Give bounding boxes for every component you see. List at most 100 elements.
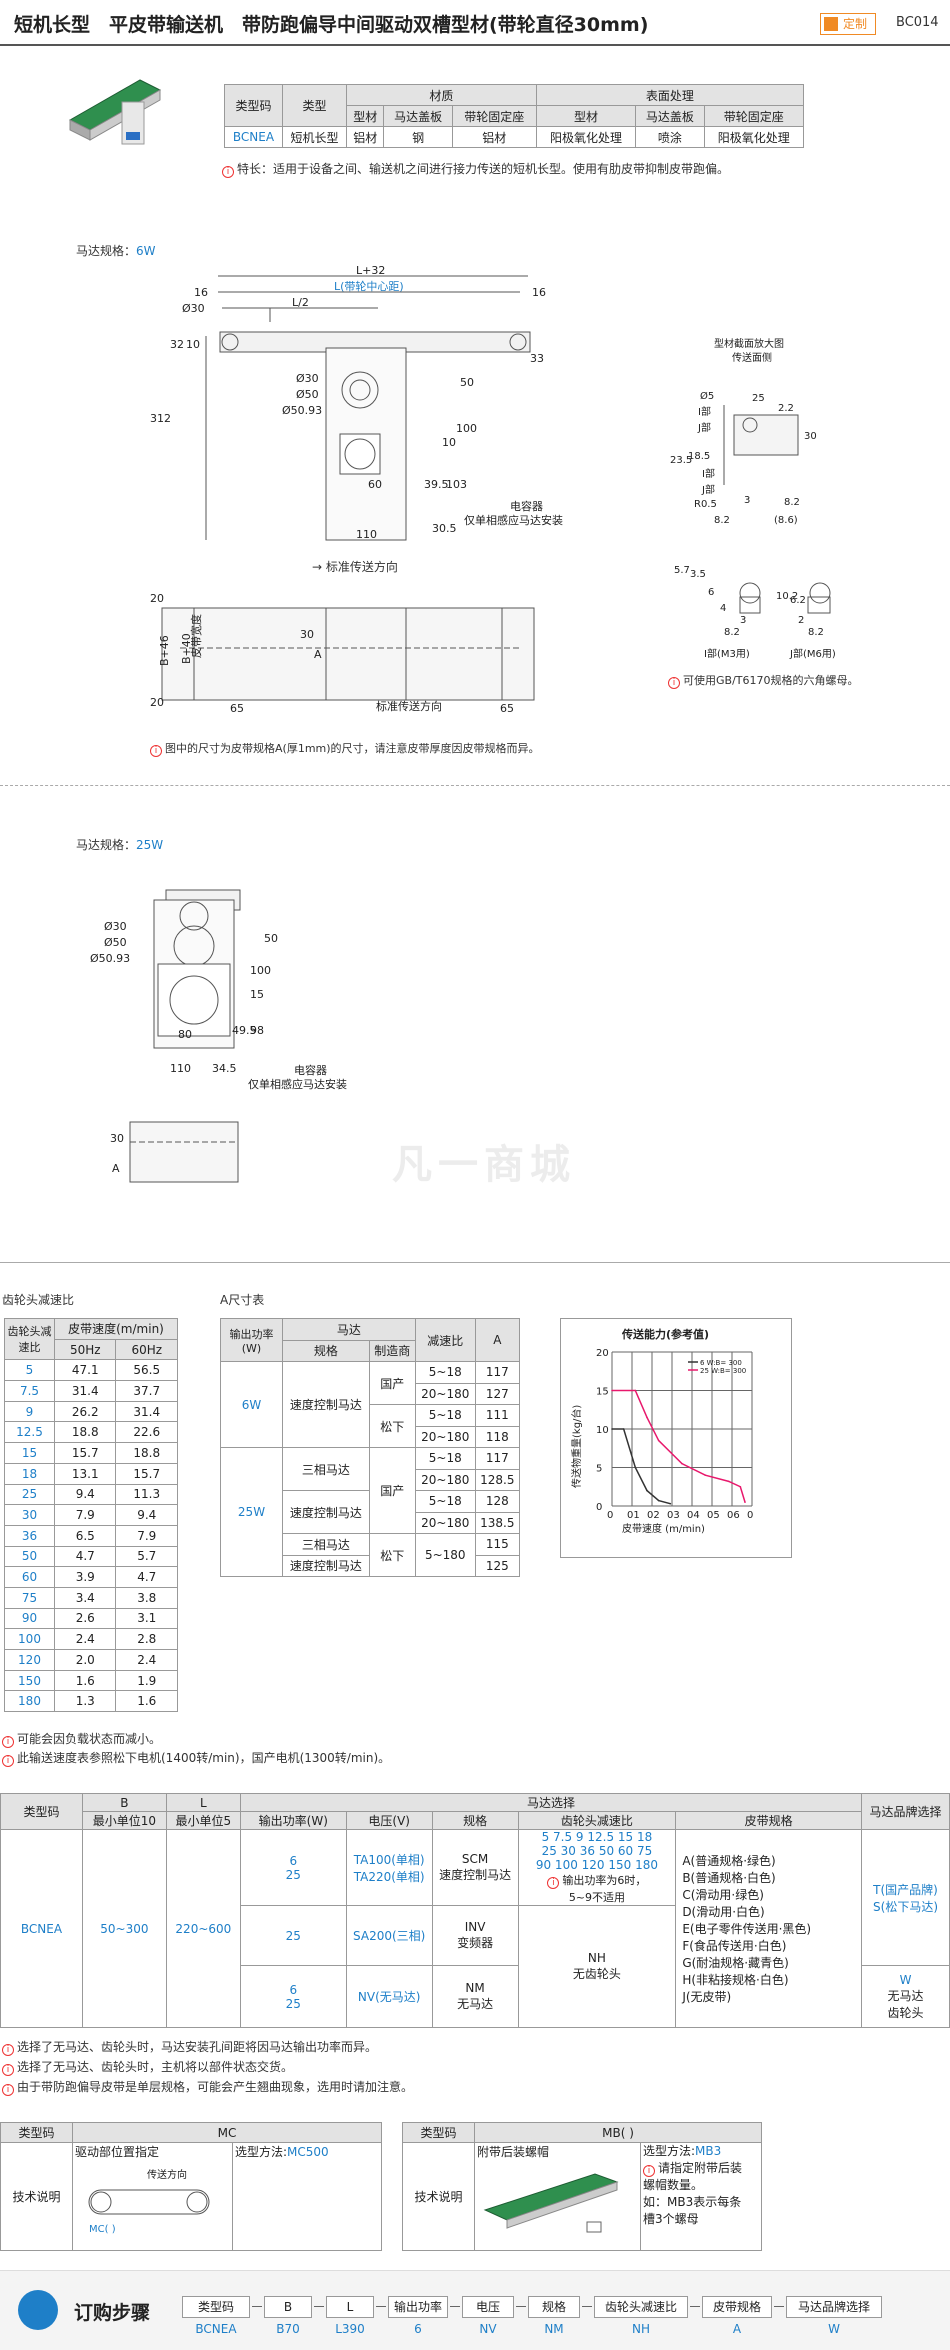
label-i: I部 bbox=[698, 405, 711, 418]
x-tick-label: 0 bbox=[607, 1510, 613, 1521]
info-icon: i bbox=[2, 1736, 14, 1748]
th-code: 类型码 bbox=[0, 1793, 83, 1830]
cell-code: BCNEA bbox=[0, 1829, 83, 2028]
cell: 5~18 bbox=[414, 1361, 476, 1384]
info-icon: i bbox=[547, 1877, 560, 1889]
x-tick-label: 0 bbox=[747, 1510, 753, 1521]
cell: 2.4 bbox=[53, 1628, 117, 1650]
cell: 7.9 bbox=[115, 1524, 178, 1547]
th-motor: 马达选择 bbox=[239, 1793, 863, 1812]
cell: 7.9 bbox=[53, 1504, 117, 1526]
cart-icon bbox=[18, 2290, 58, 2330]
cell-speed: 速度控制马达 bbox=[282, 1490, 370, 1534]
cell-s2: INV 变频器 bbox=[431, 1905, 519, 1966]
custom-badge-label: 定制 bbox=[843, 17, 868, 31]
cell: 2.8 bbox=[115, 1628, 178, 1650]
cell: 90 bbox=[4, 1607, 55, 1630]
th-l2: 最小单位5 bbox=[165, 1811, 241, 1830]
order-step-value: BCNEA bbox=[195, 2322, 237, 2336]
dim-65a: 65 bbox=[230, 702, 244, 715]
x-tick-label: 06 bbox=[727, 1510, 740, 1521]
data-point bbox=[622, 1428, 625, 1430]
info-icon: i bbox=[2, 2064, 14, 2076]
th-type-code: 类型码 bbox=[224, 84, 283, 127]
cell: 115 bbox=[474, 1533, 521, 1556]
dim-30: 30 bbox=[804, 431, 817, 442]
data-point bbox=[657, 1439, 660, 1442]
direction-label: → 标准传送方向 bbox=[312, 560, 398, 574]
cell: 3.1 bbox=[115, 1607, 178, 1630]
th-mc: MC bbox=[72, 2122, 382, 2143]
cell-l: 220~600 bbox=[165, 1829, 241, 2028]
motor-25w-label: 马达规格：25W bbox=[76, 838, 164, 852]
info-icon: i bbox=[668, 677, 680, 689]
cell: 56.5 bbox=[115, 1359, 178, 1382]
dim-80: 80 bbox=[178, 1028, 192, 1041]
step-connector bbox=[450, 2306, 460, 2307]
series-line-0 bbox=[612, 1428, 671, 1505]
cell: 25 bbox=[4, 1483, 55, 1506]
th-50hz: 50Hz bbox=[53, 1338, 117, 1361]
product-code: BC014 bbox=[896, 15, 939, 30]
cell: 117 bbox=[474, 1361, 521, 1384]
info-icon: i bbox=[2, 2084, 14, 2096]
cell: 12.5 bbox=[4, 1421, 55, 1444]
dim-3b: 3 bbox=[740, 615, 746, 626]
selection-table: 类型码 B L 马达选择 马达品牌选择 最小单位10 最小单位5 输出功率(W)… bbox=[0, 1793, 950, 2028]
th-mb-code: 类型码 bbox=[402, 2122, 475, 2143]
y-tick-label: 15 bbox=[596, 1387, 609, 1398]
dim-b46: B+46 bbox=[158, 635, 171, 666]
cell: 22.6 bbox=[115, 1421, 178, 1444]
cell: 30 bbox=[4, 1504, 55, 1526]
dim-l32: L+32 bbox=[356, 264, 385, 277]
divider bbox=[0, 785, 950, 786]
order-step: 齿轮头减速比 bbox=[594, 2296, 688, 2318]
cell: 3.8 bbox=[115, 1586, 178, 1609]
cell: 2.4 bbox=[115, 1649, 178, 1671]
th-type: 类型 bbox=[282, 84, 347, 127]
legend-label-1: 25 W:B= 300 bbox=[700, 1367, 746, 1375]
a-table-title: A尺寸表 bbox=[220, 1293, 265, 1307]
th-l: L bbox=[165, 1793, 241, 1812]
capacitor-label: 电容器 bbox=[294, 1063, 327, 1077]
cell-p2: 25 bbox=[239, 1905, 347, 1966]
th-b: B bbox=[81, 1793, 167, 1812]
dim-15: 15 bbox=[250, 988, 264, 1001]
cell-brand1: T(国产品牌) S(松下马达) bbox=[861, 1829, 950, 1966]
section-subtitle: 传送面侧 bbox=[732, 351, 772, 364]
custom-badge[interactable]: 定制 bbox=[820, 13, 876, 35]
watermark: 凡一商城 bbox=[392, 1142, 576, 1188]
th-speed: 皮带速度(m/min) bbox=[54, 1318, 178, 1340]
step-connector bbox=[252, 2306, 262, 2307]
th-a: A bbox=[474, 1318, 521, 1362]
cell: 阳极氧化处理 bbox=[703, 126, 805, 148]
cell-mc-tech: 技术说明 bbox=[0, 2142, 73, 2251]
cell: 36 bbox=[4, 1524, 55, 1547]
dim-495: 49.5 bbox=[232, 1024, 257, 1037]
cell-p1: 6 25 bbox=[239, 1829, 347, 1906]
th-brand: 马达品牌选择 bbox=[861, 1793, 950, 1830]
th-b2: 最小单位10 bbox=[81, 1811, 167, 1830]
page-header: 短机长型 平皮带输送机 带防跑偏导中间驱动双槽型材(带轮直径30mm) 定制 B… bbox=[0, 0, 950, 46]
x-tick-label: 04 bbox=[687, 1510, 700, 1521]
drawing-6w-plan: 20 20 B+46 B+40 皮带宽度 30 A 65 65 标准传送方向 bbox=[150, 592, 535, 715]
y-tick-label: 20 bbox=[596, 1348, 609, 1359]
cell: 125 bbox=[474, 1554, 521, 1577]
cell: 9.4 bbox=[115, 1504, 178, 1526]
belt-option: G(耐油规格·藏青色) bbox=[682, 1956, 789, 1970]
profile-section-drawing: 型材截面放大图 传送面侧 Ø5 25 2.2 I部 J部 23.5 18.5 3… bbox=[670, 337, 836, 660]
info-icon: i bbox=[2, 1755, 14, 1767]
dim-4: 4 bbox=[720, 603, 726, 614]
order-step-value: L390 bbox=[335, 2322, 365, 2336]
dim-20a: 20 bbox=[150, 592, 164, 605]
data-point bbox=[646, 1416, 648, 1419]
data-point bbox=[681, 1462, 683, 1465]
cell: 18 bbox=[4, 1462, 55, 1485]
dim-phi30: Ø30 bbox=[182, 302, 205, 315]
